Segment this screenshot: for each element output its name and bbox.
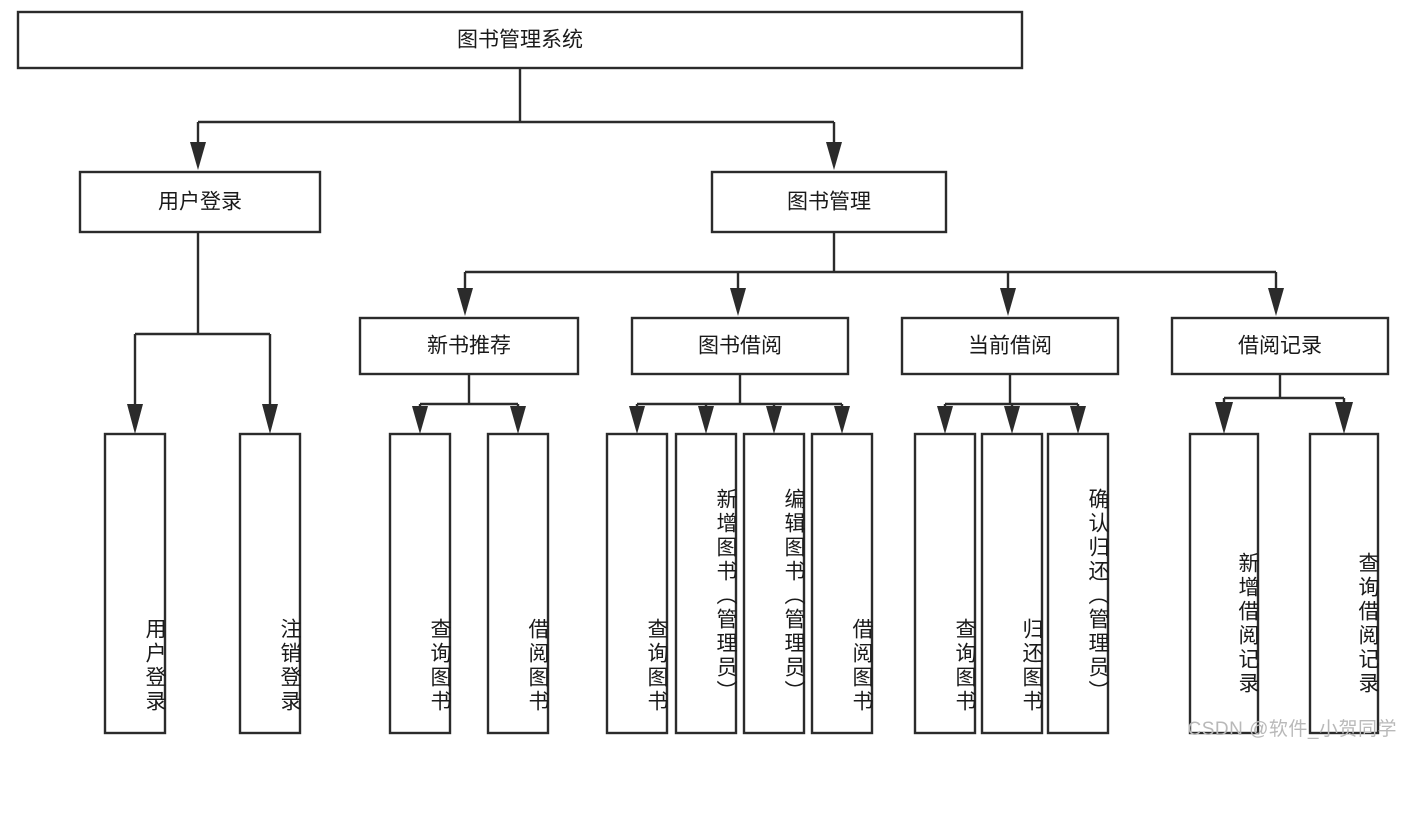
arrow-cb-to-leaf-1 — [937, 406, 953, 434]
node-box-leaf-user-login[interactable] — [103, 432, 167, 735]
connector-group-root — [190, 69, 842, 170]
connector-group-current-borrow — [937, 374, 1086, 434]
node-label-book-borrow: 图书借阅 — [698, 335, 782, 358]
node-box-root[interactable] — [16, 10, 1024, 70]
connector-group-new-book-rec — [412, 374, 526, 434]
arrow-user-login-to-leaf-1 — [127, 404, 143, 434]
arrow-cb-to-leaf-3 — [1070, 406, 1086, 434]
node-box-leaf-edit-book[interactable] — [742, 432, 806, 735]
node-box-borrow-record[interactable] — [1170, 316, 1390, 376]
node-label-borrow-record: 借阅记录 — [1238, 335, 1322, 358]
node-box-book-manage[interactable] — [710, 170, 948, 234]
node-label-user-login: 用户登录 — [158, 191, 242, 214]
arrow-br-to-leaf-1 — [1215, 402, 1233, 434]
arrow-cb-to-leaf-2 — [1004, 406, 1020, 434]
node-box-leaf-user-logout[interactable] — [238, 432, 302, 735]
node-box-leaf-query-book-3[interactable] — [913, 432, 977, 735]
connector-group-borrow-record — [1215, 374, 1353, 434]
arrow-br-to-leaf-2 — [1335, 402, 1353, 434]
node-label-book-manage: 图书管理 — [787, 191, 871, 214]
node-box-leaf-add-record[interactable] — [1188, 432, 1260, 735]
node-box-leaf-return-book[interactable] — [980, 432, 1044, 735]
arrow-bb-to-leaf-1 — [629, 406, 645, 434]
node-box-current-borrow[interactable] — [900, 316, 1120, 376]
node-box-leaf-confirm-return[interactable] — [1046, 432, 1110, 735]
node-box-user-login[interactable] — [78, 170, 322, 234]
node-box-leaf-query-book-2[interactable] — [605, 432, 669, 735]
node-box-leaf-borrow-book-1[interactable] — [486, 432, 550, 735]
node-box-leaf-borrow-book-2[interactable] — [810, 432, 874, 735]
connector-group-book-borrow — [629, 374, 850, 434]
arrow-bb-to-leaf-2 — [698, 406, 714, 434]
csdn-watermark: CSDN @软件_小贺同学 — [1187, 719, 1397, 740]
arrow-user-login-to-leaf-2 — [262, 404, 278, 434]
node-box-book-borrow[interactable] — [630, 316, 850, 376]
node-box-new-book-rec[interactable] — [358, 316, 580, 376]
tree-diagram-svg: 图书管理系统 用户登录 图书管理 新书推荐 图书借阅 当前借阅 借阅记录 — [16, 10, 1390, 735]
diagram-canvas: 图书管理系统 用户登录 图书管理 新书推荐 图书借阅 当前借阅 借阅记录 用户登… — [16, 10, 1397, 740]
arrow-bm-to-current-borrow — [1000, 288, 1016, 316]
arrow-bm-to-new-book-rec — [457, 288, 473, 316]
arrow-nbr-to-leaf-1 — [412, 406, 428, 434]
node-box-leaf-query-record[interactable] — [1308, 432, 1380, 735]
node-box-leaf-add-book[interactable] — [674, 432, 738, 735]
node-label-current-borrow: 当前借阅 — [968, 335, 1052, 358]
arrow-bm-to-borrow-record — [1268, 288, 1284, 316]
arrow-bb-to-leaf-3 — [766, 406, 782, 434]
arrow-nbr-to-leaf-2 — [510, 406, 526, 434]
connector-group-user-login — [127, 232, 278, 434]
arrow-root-to-book-manage — [826, 142, 842, 170]
connector-group-book-manage — [457, 232, 1284, 316]
node-label-root: 图书管理系统 — [457, 29, 583, 52]
node-label-new-book-rec: 新书推荐 — [427, 335, 511, 358]
arrow-root-to-user-login — [190, 142, 206, 170]
arrow-bm-to-book-borrow — [730, 288, 746, 316]
node-box-leaf-query-book-1[interactable] — [388, 432, 452, 735]
arrow-bb-to-leaf-4 — [834, 406, 850, 434]
